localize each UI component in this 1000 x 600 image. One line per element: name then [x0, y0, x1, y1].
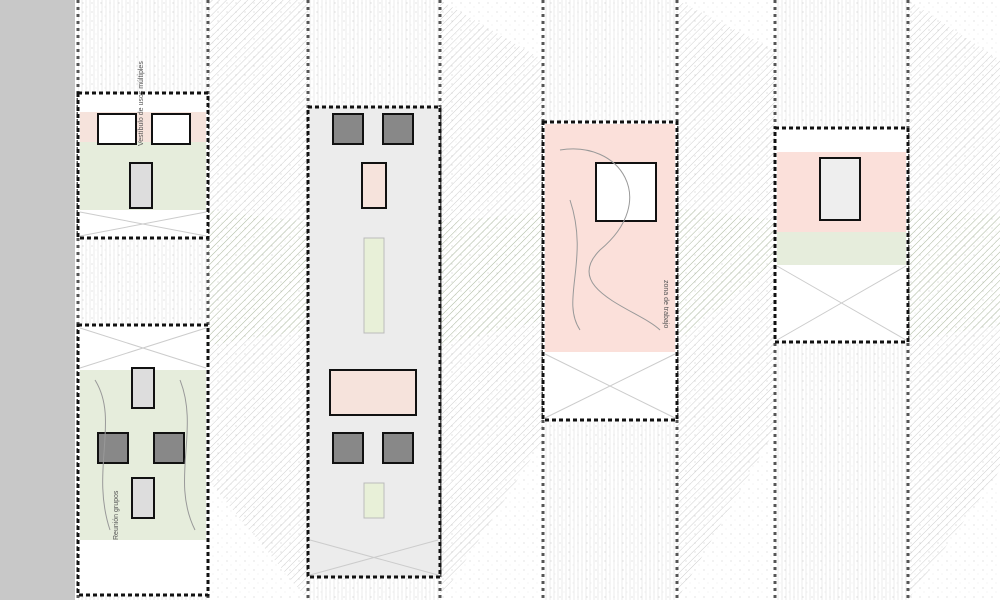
- floor-plate-4: [773, 126, 910, 344]
- floor-plate-2: [306, 105, 442, 579]
- label-work-zone: zona de trabajo: [662, 280, 669, 328]
- green-connections: [208, 208, 1000, 345]
- side-strip: [0, 0, 75, 600]
- label-multiuse-lobby: Vestíbulo de usos múltiples: [138, 61, 145, 146]
- label-group-meeting: Reunión grupos: [113, 490, 120, 540]
- floor-plate-1-lower: Reunión grupos: [76, 323, 210, 597]
- floor-plate-3: zona de trabajo: [541, 120, 679, 422]
- floor-plate-1-upper: Vestíbulo de usos múltiples: [76, 61, 210, 240]
